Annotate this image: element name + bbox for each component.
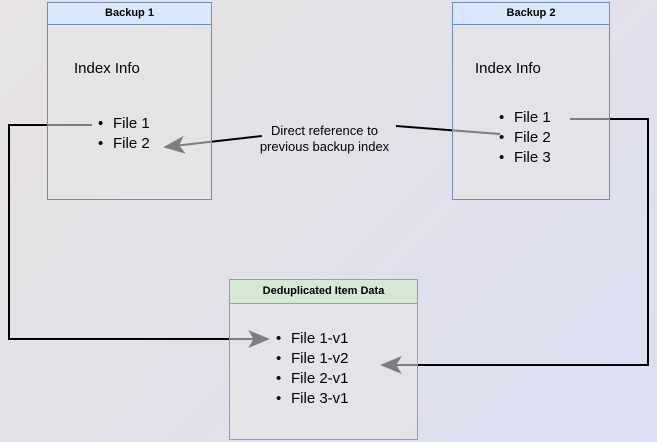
node-backup-2-header: Backup 2	[453, 3, 609, 25]
node-deduplicated-item-data-body: File 1-v1 File 1-v2 File 2-v1 File 3-v1	[230, 304, 417, 439]
list-item: File 2-v1	[274, 369, 349, 389]
node-deduplicated-item-data[interactable]: Deduplicated Item Data File 1-v1 File 1-…	[229, 279, 418, 440]
edge-label-direct-reference: Direct reference to previous backup inde…	[247, 123, 402, 155]
backup-1-index-info-label: Index Info	[74, 60, 140, 77]
node-backup-2-body: Index Info File 1 File 2 File 3	[453, 25, 609, 199]
node-backup-1-header: Backup 1	[48, 3, 211, 25]
list-item: File 3-v1	[274, 389, 349, 409]
edge-label-line-1: Direct reference to	[271, 123, 378, 138]
node-backup-2[interactable]: Backup 2 Index Info File 1 File 2 File 3	[452, 2, 610, 200]
list-item: File 1-v2	[274, 349, 349, 369]
list-item: File 2	[96, 134, 150, 154]
dedup-file-list: File 1-v1 File 1-v2 File 2-v1 File 3-v1	[274, 329, 349, 409]
edge-label-line-2: previous backup index	[259, 139, 390, 154]
list-item: File 3	[497, 148, 551, 168]
list-item: File 1	[96, 114, 150, 134]
backup-2-index-info-label: Index Info	[475, 60, 541, 77]
list-item: File 2	[497, 128, 551, 148]
list-item: File 1	[497, 108, 551, 128]
backup-2-file-list: File 1 File 2 File 3	[497, 108, 551, 168]
list-item: File 1-v1	[274, 329, 349, 349]
backup-1-file-list: File 1 File 2	[96, 114, 150, 154]
node-backup-1-body: Index Info File 1 File 2	[48, 25, 211, 199]
node-deduplicated-item-data-header: Deduplicated Item Data	[230, 280, 417, 304]
node-backup-1[interactable]: Backup 1 Index Info File 1 File 2	[47, 2, 212, 200]
